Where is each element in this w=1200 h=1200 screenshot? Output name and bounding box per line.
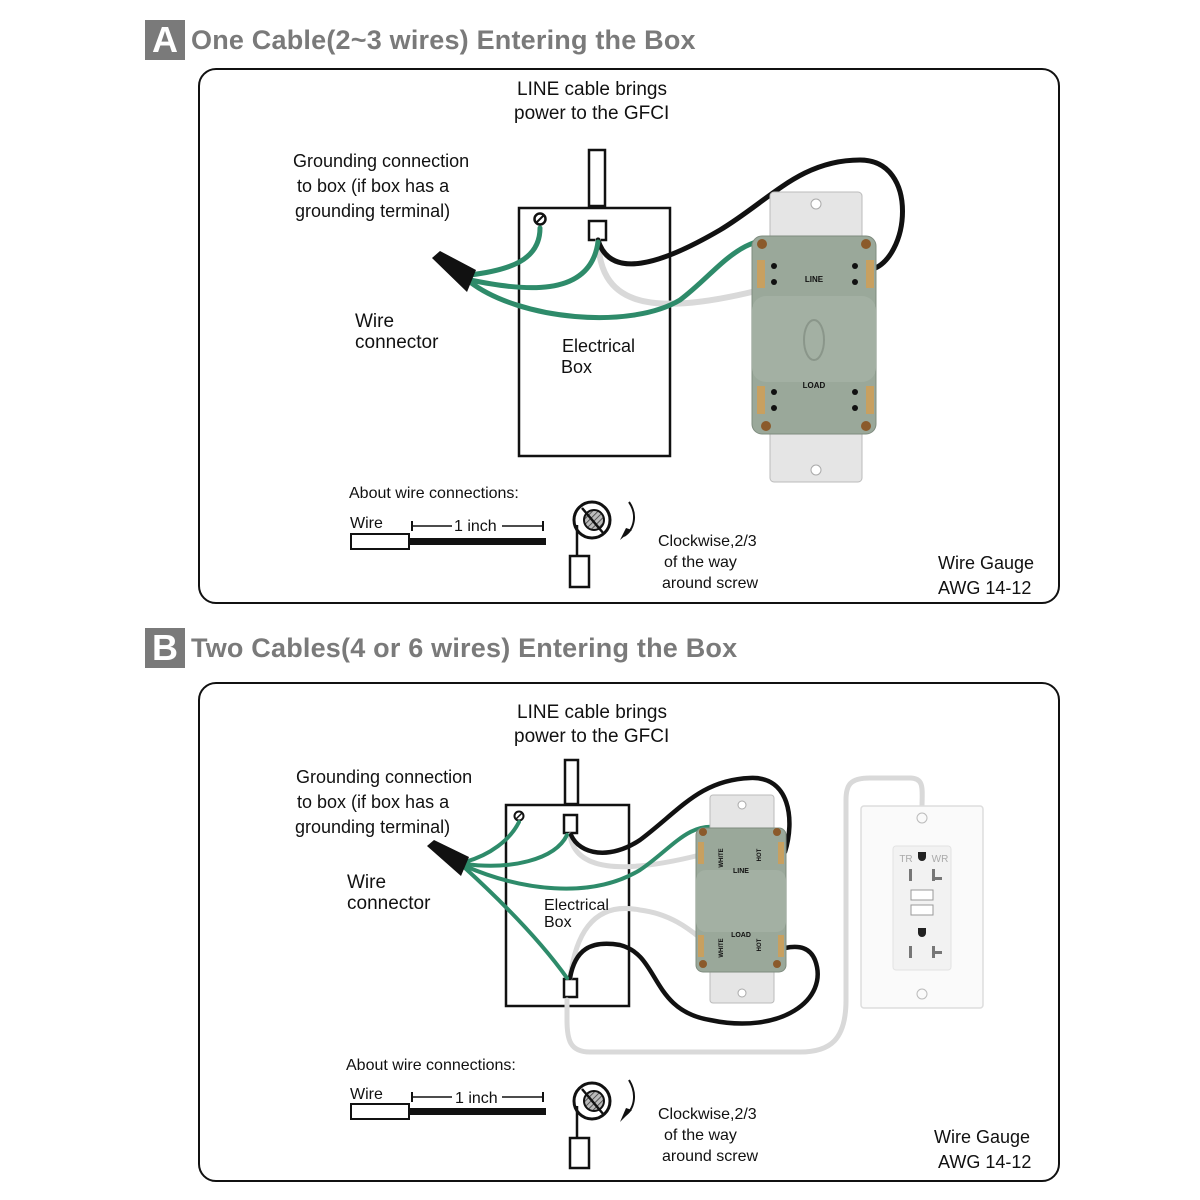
section-b-wire-connector-icon <box>427 840 469 876</box>
section-b-neutral-loop <box>564 997 849 1055</box>
section-b-ground-caption-1: Grounding connection <box>296 767 473 787</box>
section-a-screw-caption-1: Clockwise,2/3 <box>658 533 757 550</box>
section-b-wires <box>463 775 925 1055</box>
section-b-cable-clamp-bottom <box>562 977 579 999</box>
section-b-neutral-line <box>567 832 703 870</box>
section-a-ground-caption-2: to box (if box has a <box>297 176 450 196</box>
section-a-electrical-box <box>517 148 672 458</box>
section-b-badge: B <box>145 628 185 668</box>
section-b-receptacle-feed <box>843 775 925 1003</box>
section-a-title: One Cable(2~3 wires) Entering the Box <box>191 24 696 55</box>
section-a-wires <box>467 157 905 321</box>
section-a-connector-caption-1: Wire <box>355 311 395 332</box>
section-b-ground-gfci <box>463 824 722 891</box>
section-b-wr-label: WR <box>932 854 949 865</box>
section-a-screw-caption-2: of the way <box>664 554 737 571</box>
section-b-line-caption-1: LINE cable brings <box>517 702 667 723</box>
section-b-strip-diagram <box>350 1092 546 1120</box>
section-a-wire-connector-icon <box>432 251 476 292</box>
section-b-panel <box>198 682 1060 1182</box>
section-b-gfci-device: LINE LOAD WHITE HOT WHITE HOT <box>695 794 787 1004</box>
section-b-header: B Two Cables(4 or 6 wires) Entering the … <box>145 628 737 668</box>
section-b-line-cable <box>563 758 580 806</box>
section-b-line-caption-2: power to the GFCI <box>514 726 670 747</box>
section-a-gauge-1: Wire Gauge <box>938 553 1035 573</box>
section-a-line-caption-2: power to the GFCI <box>514 103 670 124</box>
section-b-screw-diagram-icon <box>568 1079 636 1170</box>
section-b-ground-screw-icon <box>513 810 525 822</box>
section-b-screw-caption-3: around screw <box>662 1148 759 1165</box>
section-a-box-caption-2: Box <box>561 357 593 377</box>
section-a-ground-screw-icon <box>533 212 547 226</box>
section-a-box-caption-1: Electrical <box>562 336 636 356</box>
section-a-ground-caption-1: Grounding connection <box>293 151 470 171</box>
section-a-gfci-line-label: LINE <box>805 275 824 284</box>
section-b-box-caption-2: Box <box>544 914 572 931</box>
section-a-line-cable <box>587 148 607 208</box>
section-b-gfci-hot-line-label: HOT <box>757 848 763 861</box>
section-b-connector-caption-1: Wire <box>347 872 387 893</box>
section-b-ground-caption-2: to box (if box has a <box>297 792 450 812</box>
section-a-screw-caption-3: around screw <box>662 575 759 592</box>
section-b-gfci-white-load-label: WHITE <box>719 938 725 957</box>
section-b-ground-cable1 <box>463 833 569 868</box>
section-a-connector-caption-2: connector <box>355 332 439 353</box>
section-b-ground-caption-3: grounding terminal) <box>295 817 451 837</box>
section-b-gfci-white-line-label: WHITE <box>719 848 725 867</box>
section-b-hot-load <box>567 941 820 1026</box>
section-b-wire-label: Wire <box>350 1086 383 1103</box>
section-b-neutral-load <box>567 906 713 981</box>
section-b-title: Two Cables(4 or 6 wires) Entering the Bo… <box>191 632 738 663</box>
section-a-hot-wire <box>595 157 905 273</box>
section-a-badge: A <box>145 20 185 60</box>
section-a-gauge-2: AWG 14-12 <box>938 578 1032 598</box>
section-b-gfci-line-label: LINE <box>733 868 749 875</box>
section-b-hot-line <box>568 775 792 855</box>
section-a-header: A One Cable(2~3 wires) Entering the Box <box>145 20 696 60</box>
section-b-screw-caption-2: of the way <box>664 1127 737 1144</box>
section-b-receptacle-icon: TR WR <box>860 805 984 1009</box>
section-b-strip-length: 1 inch <box>455 1090 498 1107</box>
section-a-wire-heading: About wire connections: <box>349 485 519 502</box>
section-a-ground-wire-box <box>467 225 543 278</box>
section-b-ground-cable2 <box>463 866 569 980</box>
section-b-gfci-hot-load-label: HOT <box>757 938 763 951</box>
section-a-ground-wire-cable <box>467 239 601 291</box>
section-b-cable-clamp-top <box>562 813 579 835</box>
section-b-tr-label: TR <box>899 854 912 865</box>
section-a-gfci-load-label: LOAD <box>803 381 826 390</box>
section-b-screw-caption-1: Clockwise,2/3 <box>658 1106 757 1123</box>
section-b-ground-box <box>463 820 521 864</box>
section-a-neutral-wire <box>595 237 763 307</box>
section-a-gfci-device: LINE LOAD <box>751 191 877 483</box>
section-a-ground-wire-gfci <box>467 236 798 321</box>
section-b-wire-heading: About wire connections: <box>346 1057 516 1074</box>
section-b-gfci-load-label: LOAD <box>731 932 751 939</box>
section-a-screw-diagram-icon <box>568 500 636 589</box>
section-b-gauge-2: AWG 14-12 <box>938 1152 1032 1172</box>
section-a-line-caption-1: LINE cable brings <box>517 79 667 100</box>
section-a-strip-length: 1 inch <box>454 518 497 535</box>
section-a-ground-caption-3: grounding terminal) <box>295 201 451 221</box>
section-a-panel <box>198 68 1060 604</box>
section-b-gauge-1: Wire Gauge <box>934 1127 1031 1147</box>
section-a-strip-diagram <box>350 521 546 550</box>
section-b-connector-caption-2: connector <box>347 893 431 914</box>
section-a-wire-label: Wire <box>350 515 383 532</box>
section-b-box-caption-1: Electrical <box>544 897 609 914</box>
